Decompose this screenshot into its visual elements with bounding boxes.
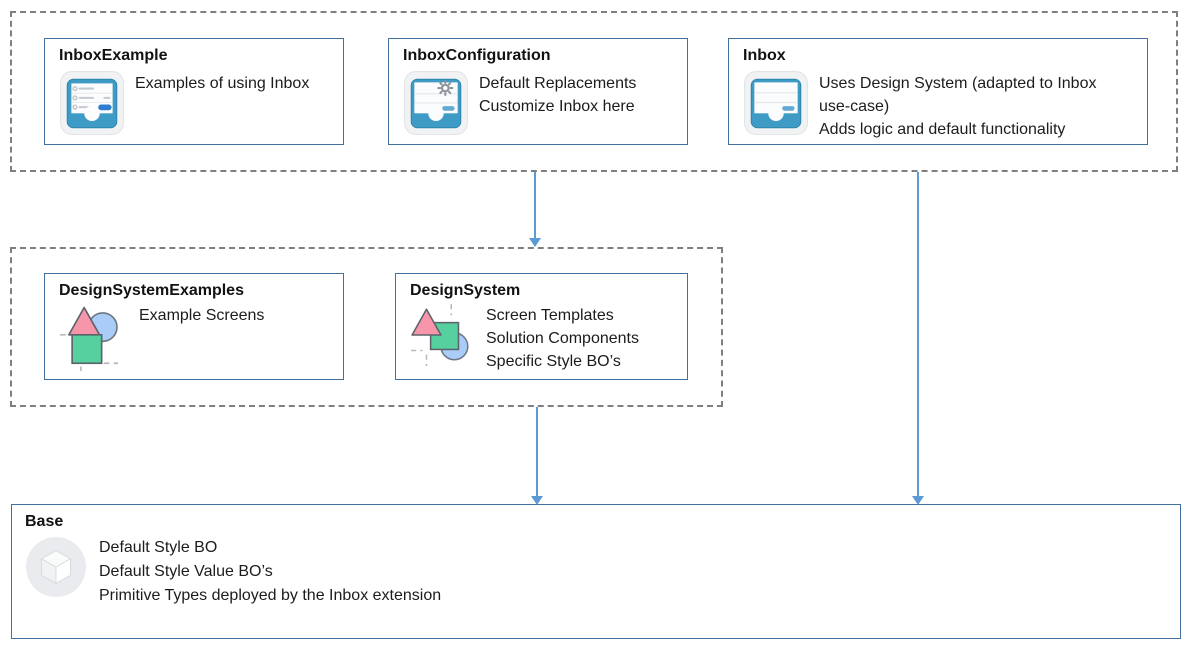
card-design-system: DesignSystem Screen Templates Solution C…	[395, 273, 688, 380]
arrow-inboxconfiguration-to-designsystem	[529, 172, 541, 247]
design-shapes-icon	[59, 302, 129, 372]
card-description-line: Customize Inbox here	[479, 98, 635, 115]
card-inbox-configuration: InboxConfiguration	[388, 38, 688, 145]
card-base: Base Default Style BO Default Style Valu…	[11, 504, 1181, 639]
cube-icon	[25, 536, 87, 598]
card-title: DesignSystemExamples	[59, 282, 244, 299]
card-description-line: Uses Design System (adapted to Inbox use…	[819, 75, 1097, 115]
card-title: Base	[25, 513, 64, 530]
card-design-system-examples: DesignSystemExamples Example Screens	[44, 273, 344, 380]
card-description-line: Example Screens	[139, 307, 265, 324]
card-inbox: Inbox Uses Design System (adapted to Inb…	[728, 38, 1148, 145]
arrow-shaft	[534, 172, 536, 239]
group-design-system-layer	[10, 247, 723, 407]
arrow-inbox-to-base	[912, 172, 924, 505]
card-title: DesignSystem	[410, 282, 521, 299]
arrow-shaft	[536, 407, 538, 497]
card-title: InboxExample	[59, 47, 168, 64]
card-description-line: Primitive Types deployed by the Inbox ex…	[99, 587, 442, 604]
design-shapes-icon	[410, 302, 476, 368]
arrow-head-icon	[531, 496, 543, 505]
arrow-head-icon	[529, 238, 541, 247]
card-title: Inbox	[743, 47, 786, 64]
card-inbox-example: InboxExample	[44, 38, 344, 145]
card-description-line: Screen Templates	[486, 307, 614, 324]
card-description-line: Default Style Value BO’s	[99, 563, 273, 580]
card-description-line: Adds logic and default functionality	[819, 121, 1066, 138]
arrow-shaft	[917, 172, 919, 497]
card-description-line: Specific Style BO’s	[486, 353, 621, 370]
inbox-gear-icon	[403, 70, 469, 136]
group-inbox-layer	[10, 11, 1178, 172]
inbox-list-icon	[59, 70, 125, 136]
card-description-line: Default Replacements	[479, 75, 637, 92]
card-description-line: Default Style BO	[99, 539, 218, 556]
arrow-designsystem-to-base	[531, 407, 543, 505]
card-description-line: Solution Components	[486, 330, 639, 347]
card-title: InboxConfiguration	[403, 47, 551, 64]
inbox-tray-icon	[743, 70, 809, 136]
card-description-line: Examples of using Inbox	[135, 75, 310, 92]
arrow-head-icon	[912, 496, 924, 505]
